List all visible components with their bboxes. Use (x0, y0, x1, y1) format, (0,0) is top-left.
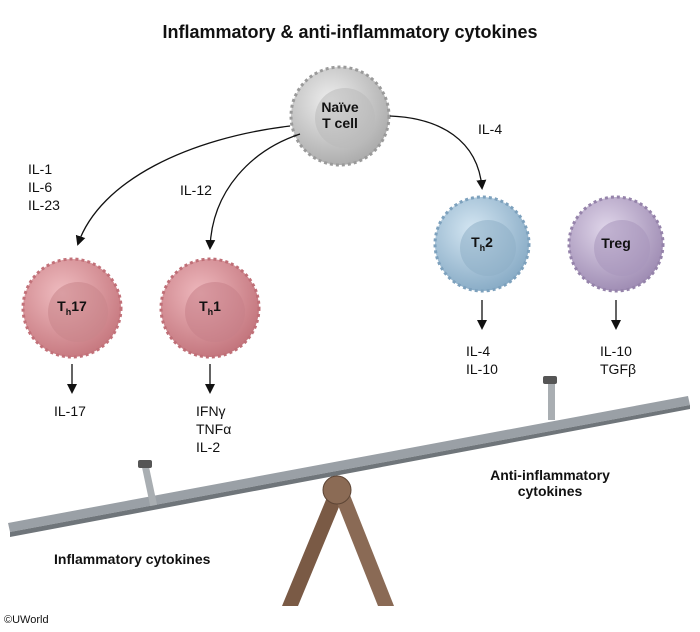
anti-inflammatory-line1: Anti-inflammatory (490, 467, 610, 483)
th17-suffix: 17 (71, 298, 87, 314)
copyright-notice: ©UWorld (4, 614, 49, 626)
th17-inducer-0: IL-1 (28, 161, 53, 177)
th1-output-1: TNFα (196, 421, 232, 437)
arrow-naive-to-th2 (389, 115, 487, 190)
treg-outputs: IL-10 TGFβ (600, 342, 636, 378)
seesaw-stand (282, 490, 394, 606)
th1-cell-label: Th1 (170, 298, 250, 317)
th17-output-0: IL-17 (54, 403, 86, 419)
naive-t-cell-body (289, 65, 391, 167)
treg-cell-body (567, 195, 665, 293)
th2-output-1: IL-10 (466, 361, 498, 377)
naive-label-line2: T cell (322, 115, 358, 131)
th2-output-0: IL-4 (466, 343, 491, 359)
th2-inducers: IL-4 (478, 120, 502, 138)
th2-inducer-0: IL-4 (478, 121, 503, 137)
anti-inflammatory-side-label: Anti-inflammatory cytokines (460, 467, 640, 499)
th1-outputs: IFNγ TNFα IL-2 (196, 402, 231, 456)
treg-output-0: IL-10 (600, 343, 632, 359)
arrow-naive-to-th17 (75, 125, 291, 246)
th17-inducers: IL-1 IL-6 IL-23 (28, 160, 60, 214)
th17-inducer-1: IL-6 (28, 179, 53, 195)
th1-suffix: 1 (213, 298, 221, 314)
th17-sub: h (65, 306, 72, 317)
treg-cell-label: Treg (601, 235, 631, 251)
th2-cell-label: Th2 (442, 234, 522, 253)
inflammatory-side-label: Inflammatory cytokines (54, 551, 211, 567)
anti-inflammatory-line2: cytokines (517, 483, 583, 499)
th1-cell-body (159, 257, 261, 359)
th1-inducers: IL-12 (180, 181, 212, 199)
th2-suffix: 2 (485, 234, 493, 250)
naive-label-line1: Naïve (321, 99, 359, 115)
naive-t-cell-label: Naïve T cell (300, 99, 380, 131)
th1-inducer-0: IL-12 (180, 182, 212, 198)
th1-sub: h (207, 306, 214, 317)
th2-cell-body (433, 195, 531, 293)
th1-main: T (199, 298, 208, 314)
th17-cell-body (21, 257, 123, 359)
th2-sub: h (479, 242, 486, 253)
th17-main: T (57, 298, 66, 314)
seesaw-beam (8, 376, 690, 537)
th17-outputs: IL-17 (54, 402, 86, 420)
th2-outputs: IL-4 IL-10 (466, 342, 498, 378)
th17-cell-label: Th17 (32, 298, 112, 317)
treg-output-1: TGFβ (600, 361, 637, 377)
diagram-title: Inflammatory & anti-inflammatory cytokin… (162, 22, 538, 42)
th1-output-0: IFNγ (196, 403, 226, 419)
th2-main: T (471, 234, 480, 250)
arrow-naive-to-th1 (205, 133, 301, 250)
th17-inducer-2: IL-23 (28, 197, 60, 213)
th1-output-2: IL-2 (196, 439, 221, 455)
